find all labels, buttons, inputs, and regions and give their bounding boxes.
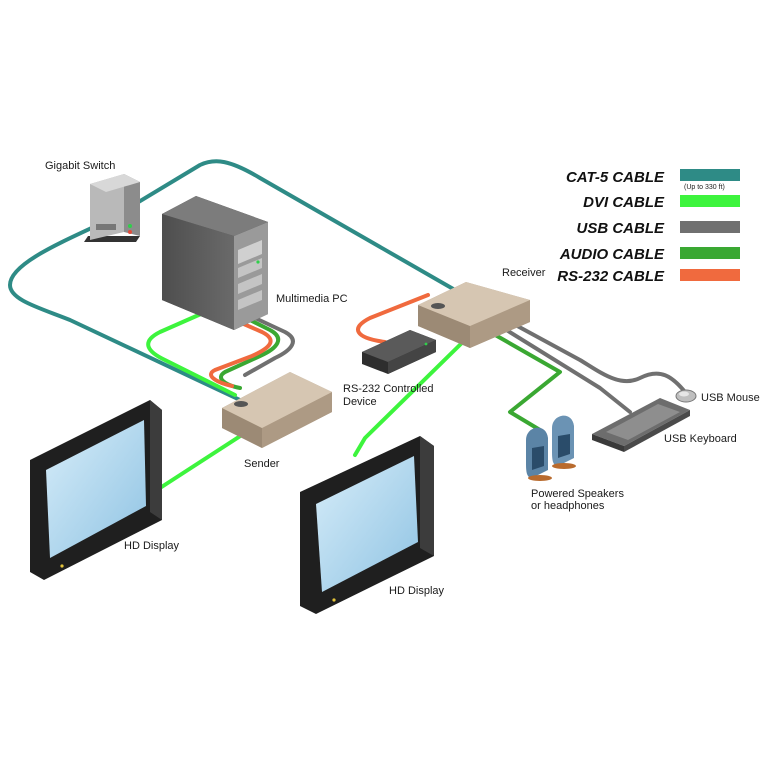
usb-keyboard <box>592 398 690 452</box>
legend-item-cat5: CAT-5 CABLE (Up to 330 ft) <box>566 169 740 191</box>
legend-label-cat5: CAT-5 CABLE <box>566 169 665 186</box>
legend-swatch-dvi <box>680 195 740 207</box>
legend-swatch-usb <box>680 221 740 233</box>
hd-display-right <box>300 436 434 614</box>
legend-item-rs232: RS-232 CABLE <box>557 268 740 285</box>
legend-item-audio: AUDIO CABLE <box>559 246 740 263</box>
legend-note-cat5: (Up to 330 ft) <box>684 184 725 191</box>
rs232-cables <box>209 293 430 388</box>
usb-cable-receiver-keyboard <box>498 324 632 414</box>
legend-swatch-rs232 <box>680 269 740 281</box>
sender-unit <box>222 372 332 448</box>
legend-item-usb: USB CABLE <box>576 220 740 237</box>
cat5-cables <box>8 159 457 402</box>
multimedia-pc <box>162 196 268 330</box>
gigabit-switch <box>84 174 140 242</box>
receiver-label: Receiver <box>502 267 546 279</box>
cable-legend: CAT-5 CABLE (Up to 330 ft) DVI CABLE USB… <box>557 169 740 285</box>
speakers-label-line2: or headphones <box>531 500 605 512</box>
usb-cable-receiver-mouse <box>508 320 687 394</box>
rs232-device-label-line1: RS-232 Controlled <box>343 383 434 395</box>
legend-swatch-cat5 <box>680 169 740 181</box>
usb-keyboard-label: USB Keyboard <box>664 433 737 445</box>
rs232-device-label-line2: Device <box>343 396 377 408</box>
legend-label-rs232: RS-232 CABLE <box>557 268 665 285</box>
hd-display-right-label: HD Display <box>389 585 445 597</box>
cat5-cable-switch-loop <box>8 223 242 402</box>
dvi-cable-receiver-display <box>353 333 472 457</box>
dvi-cable-pc-sender <box>146 308 237 397</box>
usb-mouse <box>675 389 697 403</box>
gigabit-switch-label: Gigabit Switch <box>45 160 115 172</box>
usb-cable-pc-sender <box>243 316 295 377</box>
speakers-label-line1: Powered Speakers <box>531 488 624 500</box>
rs232-cable-pc-sender <box>209 316 273 388</box>
receiver-unit <box>418 282 530 348</box>
legend-label-audio: AUDIO CABLE <box>559 246 665 263</box>
sender-label: Sender <box>244 458 280 470</box>
hd-display-left <box>30 400 162 580</box>
powered-speakers <box>526 415 576 481</box>
legend-label-usb: USB CABLE <box>576 220 664 237</box>
hd-display-left-label: HD Display <box>124 540 180 552</box>
legend-swatch-audio <box>680 247 740 259</box>
rs232-cable-receiver-device <box>356 293 430 344</box>
audio-cable-receiver-speakers <box>488 330 562 432</box>
cat5-cable-switch-receiver <box>110 159 457 292</box>
usb-cables <box>243 316 687 414</box>
rs232-device <box>362 330 436 374</box>
multimedia-pc-label: Multimedia PC <box>276 293 348 305</box>
legend-item-dvi: DVI CABLE <box>583 194 740 211</box>
legend-label-dvi: DVI CABLE <box>583 194 665 211</box>
usb-mouse-label: USB Mouse <box>701 392 760 404</box>
